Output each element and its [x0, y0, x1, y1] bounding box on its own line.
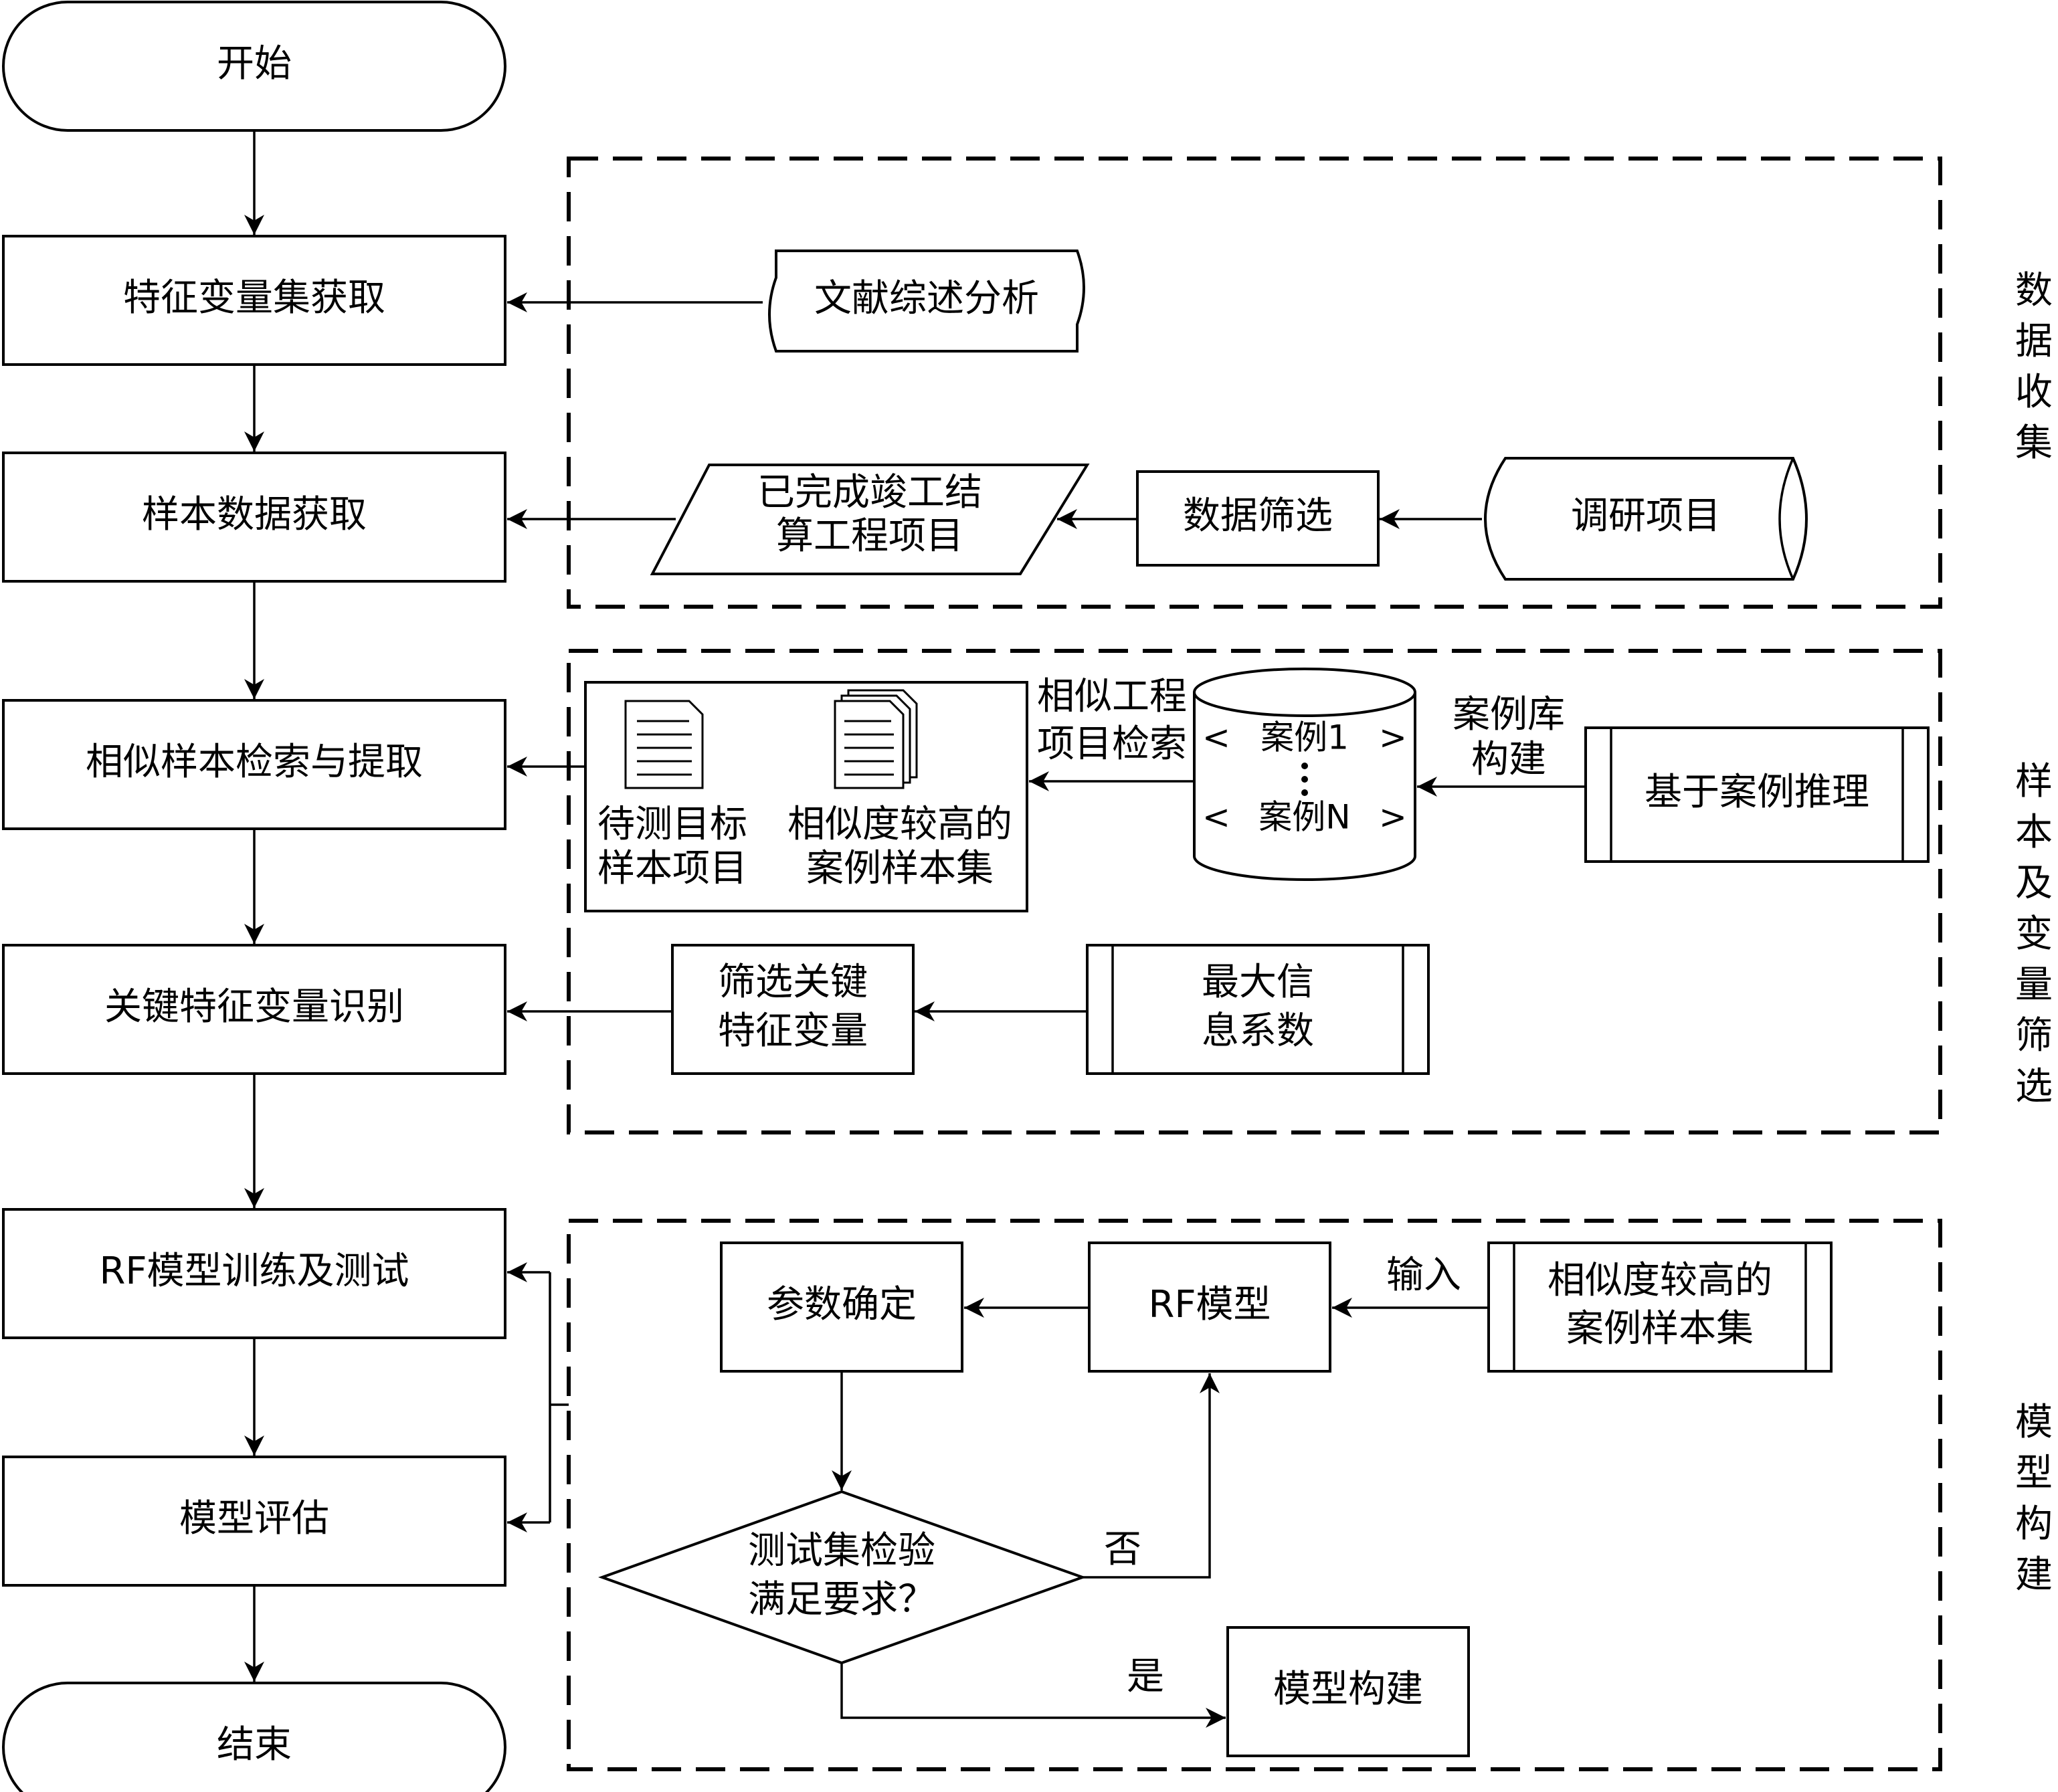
sample-selection-label-char: 量: [2015, 963, 2053, 1007]
similar-cases-text-1: 相似度较高的: [787, 803, 1012, 846]
key-features-box: [2, 944, 506, 1075]
survey-storage-edge: [1778, 458, 1794, 580]
param-box: [720, 1241, 963, 1373]
similar-retrieval-box: [2, 699, 506, 830]
filter-key-box: [671, 944, 915, 1075]
sample-selection-group: [567, 649, 1942, 1134]
mic-text-1: 最大信: [1202, 961, 1314, 1004]
ellipsis-dot-1: [1301, 763, 1308, 769]
data-collection-label-char: 集: [2015, 421, 2053, 465]
completed-projects-text-2: 算工程项目: [776, 514, 963, 558]
key-features-text: 关键特征变量识别: [104, 985, 404, 1029]
data-filter-box: [1136, 470, 1380, 567]
model-cases-text-1: 相似度较高的: [1548, 1259, 1772, 1302]
rf-model-box: [1088, 1241, 1331, 1373]
model-building-label-char: 建: [2015, 1553, 2053, 1597]
feature-set-box: [2, 235, 506, 366]
mic-predefined-process: [1086, 944, 1430, 1075]
model-building-label-char: 模: [2015, 1401, 2053, 1444]
rf-model-text: RF模型: [1148, 1283, 1271, 1326]
retrieval-label-1: 相似工程: [1037, 675, 1187, 718]
filter-key-text-2: 特征变量: [718, 1009, 868, 1053]
start-text: 开始: [217, 42, 292, 86]
data-collection-label-char: 据: [2015, 320, 2053, 363]
literature-document-shape: [768, 250, 1085, 353]
end-terminal: [2, 1682, 506, 1792]
arrow-no-rf: [1083, 1373, 1220, 1579]
model-building-group: [567, 1219, 1942, 1771]
survey-text: 调研项目: [1571, 494, 1721, 538]
decision-diamond: [598, 1490, 1087, 1665]
ellipsis-dot-2: [1301, 776, 1308, 783]
case-left-bracket-1: <: [1202, 718, 1230, 757]
model-building-label-char: 型: [2015, 1452, 2053, 1495]
data-collection-group: [567, 157, 1942, 609]
similar-cases-text-2: 案例样本集: [806, 847, 994, 890]
evaluate-text: 模型评估: [179, 1497, 329, 1540]
target-sample-text-1: 待测目标: [597, 803, 747, 846]
documents-stack-icon: [834, 689, 918, 789]
no-label: 否: [1104, 1528, 1141, 1571]
sample-selection-label-char: 筛: [2015, 1014, 2053, 1058]
literature-text: 文献综述分析: [814, 277, 1039, 320]
model-building-label-char: 构: [2015, 1502, 2053, 1546]
decision-text-2: 满足要求？: [748, 1578, 935, 1621]
sample-data-text: 样本数据获取: [142, 493, 367, 536]
data-collection-label-char: 收: [2015, 371, 2053, 414]
model-build-text: 模型构建: [1273, 1668, 1423, 1711]
case-n-text: 案例N: [1258, 798, 1350, 837]
case-base-cylinder: [1193, 668, 1416, 881]
case-1-text: 案例1: [1260, 718, 1349, 757]
sample-selection-label-char: 本: [2015, 811, 2053, 854]
rf-train-text: RF模型训练及测试: [99, 1250, 409, 1293]
case-right-bracket-2: >: [1379, 798, 1407, 837]
sample-selection-label-char: 样: [2015, 760, 2053, 803]
survey-storage-shape: [1484, 457, 1808, 581]
data-collection-label-char: 数: [2015, 269, 2053, 312]
feature-set-text: 特征变量集获取: [123, 276, 385, 320]
case-base-label-1: 案例库: [1453, 693, 1565, 736]
cbr-predefined-process: [1584, 726, 1930, 863]
evaluate-box: [2, 1456, 506, 1587]
completed-projects-text-1: 已完成竣工结: [757, 471, 982, 514]
model-building-label: 模型构建: [2015, 1401, 2053, 1597]
mic-text-2: 息系数: [1202, 1009, 1314, 1053]
case-left-bracket-2: <: [1202, 798, 1230, 837]
end-text: 结束: [217, 1723, 292, 1767]
data-filter-text: 数据筛选: [1183, 494, 1333, 538]
document-icon: [624, 700, 704, 789]
decision-text-1: 测试集检验: [748, 1529, 935, 1573]
filter-key-text-1: 筛选关键: [718, 961, 868, 1004]
yes-label: 是: [1127, 1655, 1164, 1698]
case-base-label-2: 构建: [1471, 738, 1546, 781]
sample-selection-label-char: 及: [2015, 862, 2053, 905]
similar-retrieval-text: 相似样本检索与提取: [86, 740, 423, 784]
input-label: 输入: [1386, 1254, 1461, 1297]
rf-train-box: [2, 1208, 506, 1339]
param-text: 参数确定: [767, 1283, 917, 1326]
target-sample-text-2: 样本项目: [597, 847, 747, 890]
sample-data-box: [2, 452, 506, 583]
retrieval-label-2: 项目检索: [1037, 722, 1187, 766]
model-build-box: [1226, 1626, 1470, 1757]
model-cases-text-2: 案例样本集: [1566, 1307, 1754, 1351]
ellipsis-dot-3: [1301, 789, 1308, 796]
case-right-bracket-1: >: [1379, 718, 1407, 757]
sample-selection-label-char: 选: [2015, 1065, 2053, 1108]
completed-projects-parallelogram: [650, 464, 1090, 575]
arrow-yes-build: [840, 1663, 1226, 1728]
sample-selection-label-char: 变: [2015, 912, 2053, 956]
cbr-text: 基于案例推理: [1645, 771, 1869, 814]
